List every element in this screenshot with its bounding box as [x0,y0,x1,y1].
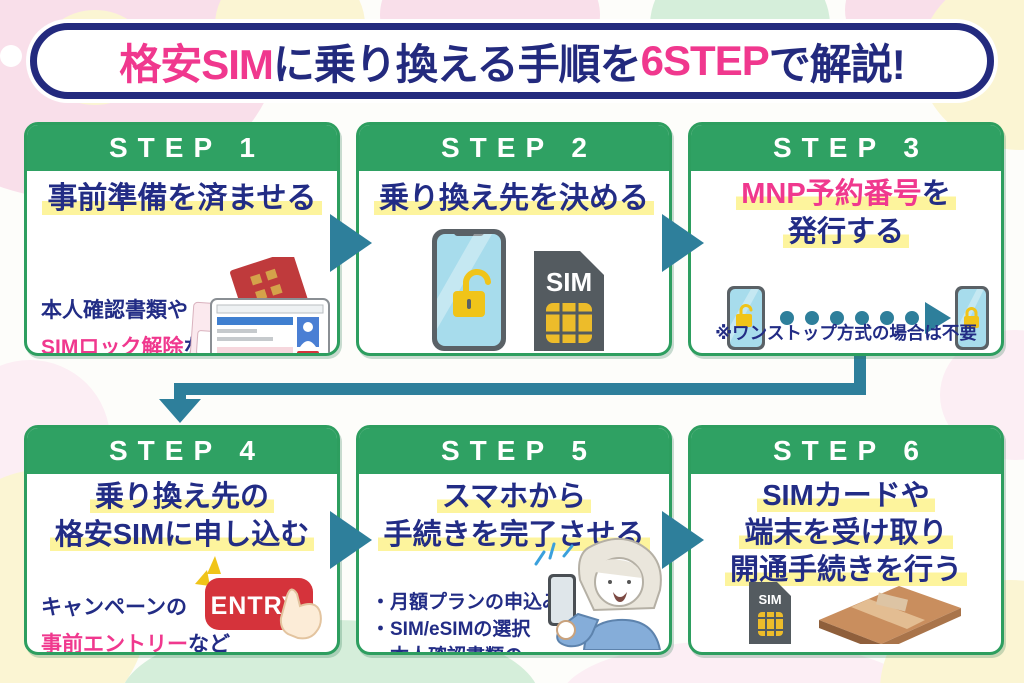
step2-card: STEP 2 乗り換え先を決める SIM [356,122,672,356]
arrow-step2-to-step3 [662,214,704,272]
step6-header: STEP 6 [691,428,1001,474]
step6-title: SIMカードや 端末を受け取り 開通手続きを行う [691,474,1001,589]
step4-description: キャンペーンの 事前エントリーなど [41,596,230,655]
title-segment-6step: 6STEP [640,37,770,84]
package-icon [819,586,961,644]
title-segment-kaisetsu: で解説! [768,40,906,88]
sim-label: SIM [758,592,781,607]
step4-header: STEP 4 [27,428,337,474]
step5-header: STEP 5 [359,428,669,474]
sim-label: SIM [546,267,592,297]
step4-card: STEP 4 乗り換え先の 格安SIMに申し込む キャンペーンの 事前エントリー… [24,425,340,655]
unlocked-phone-and-sim-icon: SIM [432,229,604,351]
step2-header: STEP 2 [359,125,669,171]
bg-blob [0,45,22,67]
mnp-transfer-phones-icon [727,286,989,350]
step3-note: ※ワンストップ方式の場合は不要 [715,323,977,343]
step5-card: STEP 5 スマホから 手続きを完了させる ・月額プランの申込み ・SIM/e… [356,425,672,655]
step3-card: STEP 3 MNP予約番号を 発行する [688,122,1004,356]
step1-card: STEP 1 事前準備を済ませる 本人確認書類や SIMロック解除など [24,122,340,356]
step1-title: 事前準備を済ませる [27,171,337,219]
step1-header: STEP 1 [27,125,337,171]
sim-card-icon: SIM [749,582,791,644]
title-segment-kakuyasu-sim: 格安SIM [119,40,274,88]
step6-card: STEP 6 SIMカードや 端末を受け取り 開通手続きを行う SIM [688,425,1004,655]
arrow-step1-to-step2 [330,214,372,272]
woman-with-phone-illustration [534,537,662,650]
step5-checklist: ・月額プランの申込み ・SIM/eSIMの選択 ・本人確認書類の アップロードな… [371,592,562,652]
sim-and-package-icon: SIM [749,582,961,644]
identity-documents-icon [189,257,330,353]
entry-button-graphic: ENTRY [195,556,322,640]
step3-title: MNP予約番号を 発行する [691,171,1001,252]
title-segment-norikae: に乗り換える手順を [272,40,642,88]
arrow-step4-to-step5 [330,511,372,569]
arrow-step5-to-step6 [662,511,704,569]
hand-cursor-icon [279,588,322,640]
step5-title: スマホから 手続きを完了させる [359,474,669,555]
step3-header: STEP 3 [691,125,1001,171]
step4-title: 乗り換え先の 格安SIMに申し込む [27,474,337,555]
step2-title: 乗り換え先を決める [359,171,669,219]
